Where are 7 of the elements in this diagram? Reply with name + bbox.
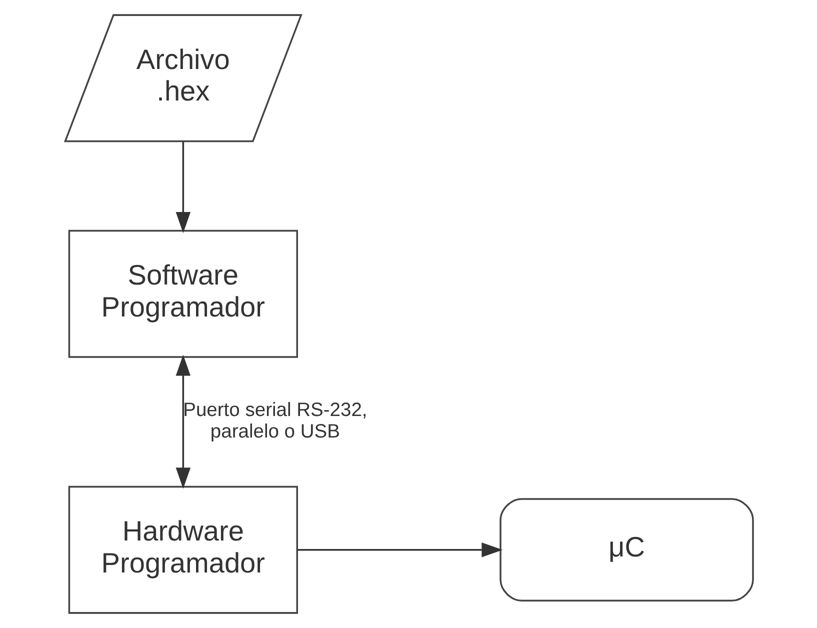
arrow [175, 354, 190, 489]
arrow [297, 542, 502, 558]
node-box: μC [499, 498, 754, 602]
arrow [175, 142, 190, 234]
node-box: Hardware Programador [68, 486, 298, 614]
edge-label: Puerto serial RS-232, paralelo o USB [182, 400, 367, 442]
node-box: Software Programador [68, 230, 298, 358]
